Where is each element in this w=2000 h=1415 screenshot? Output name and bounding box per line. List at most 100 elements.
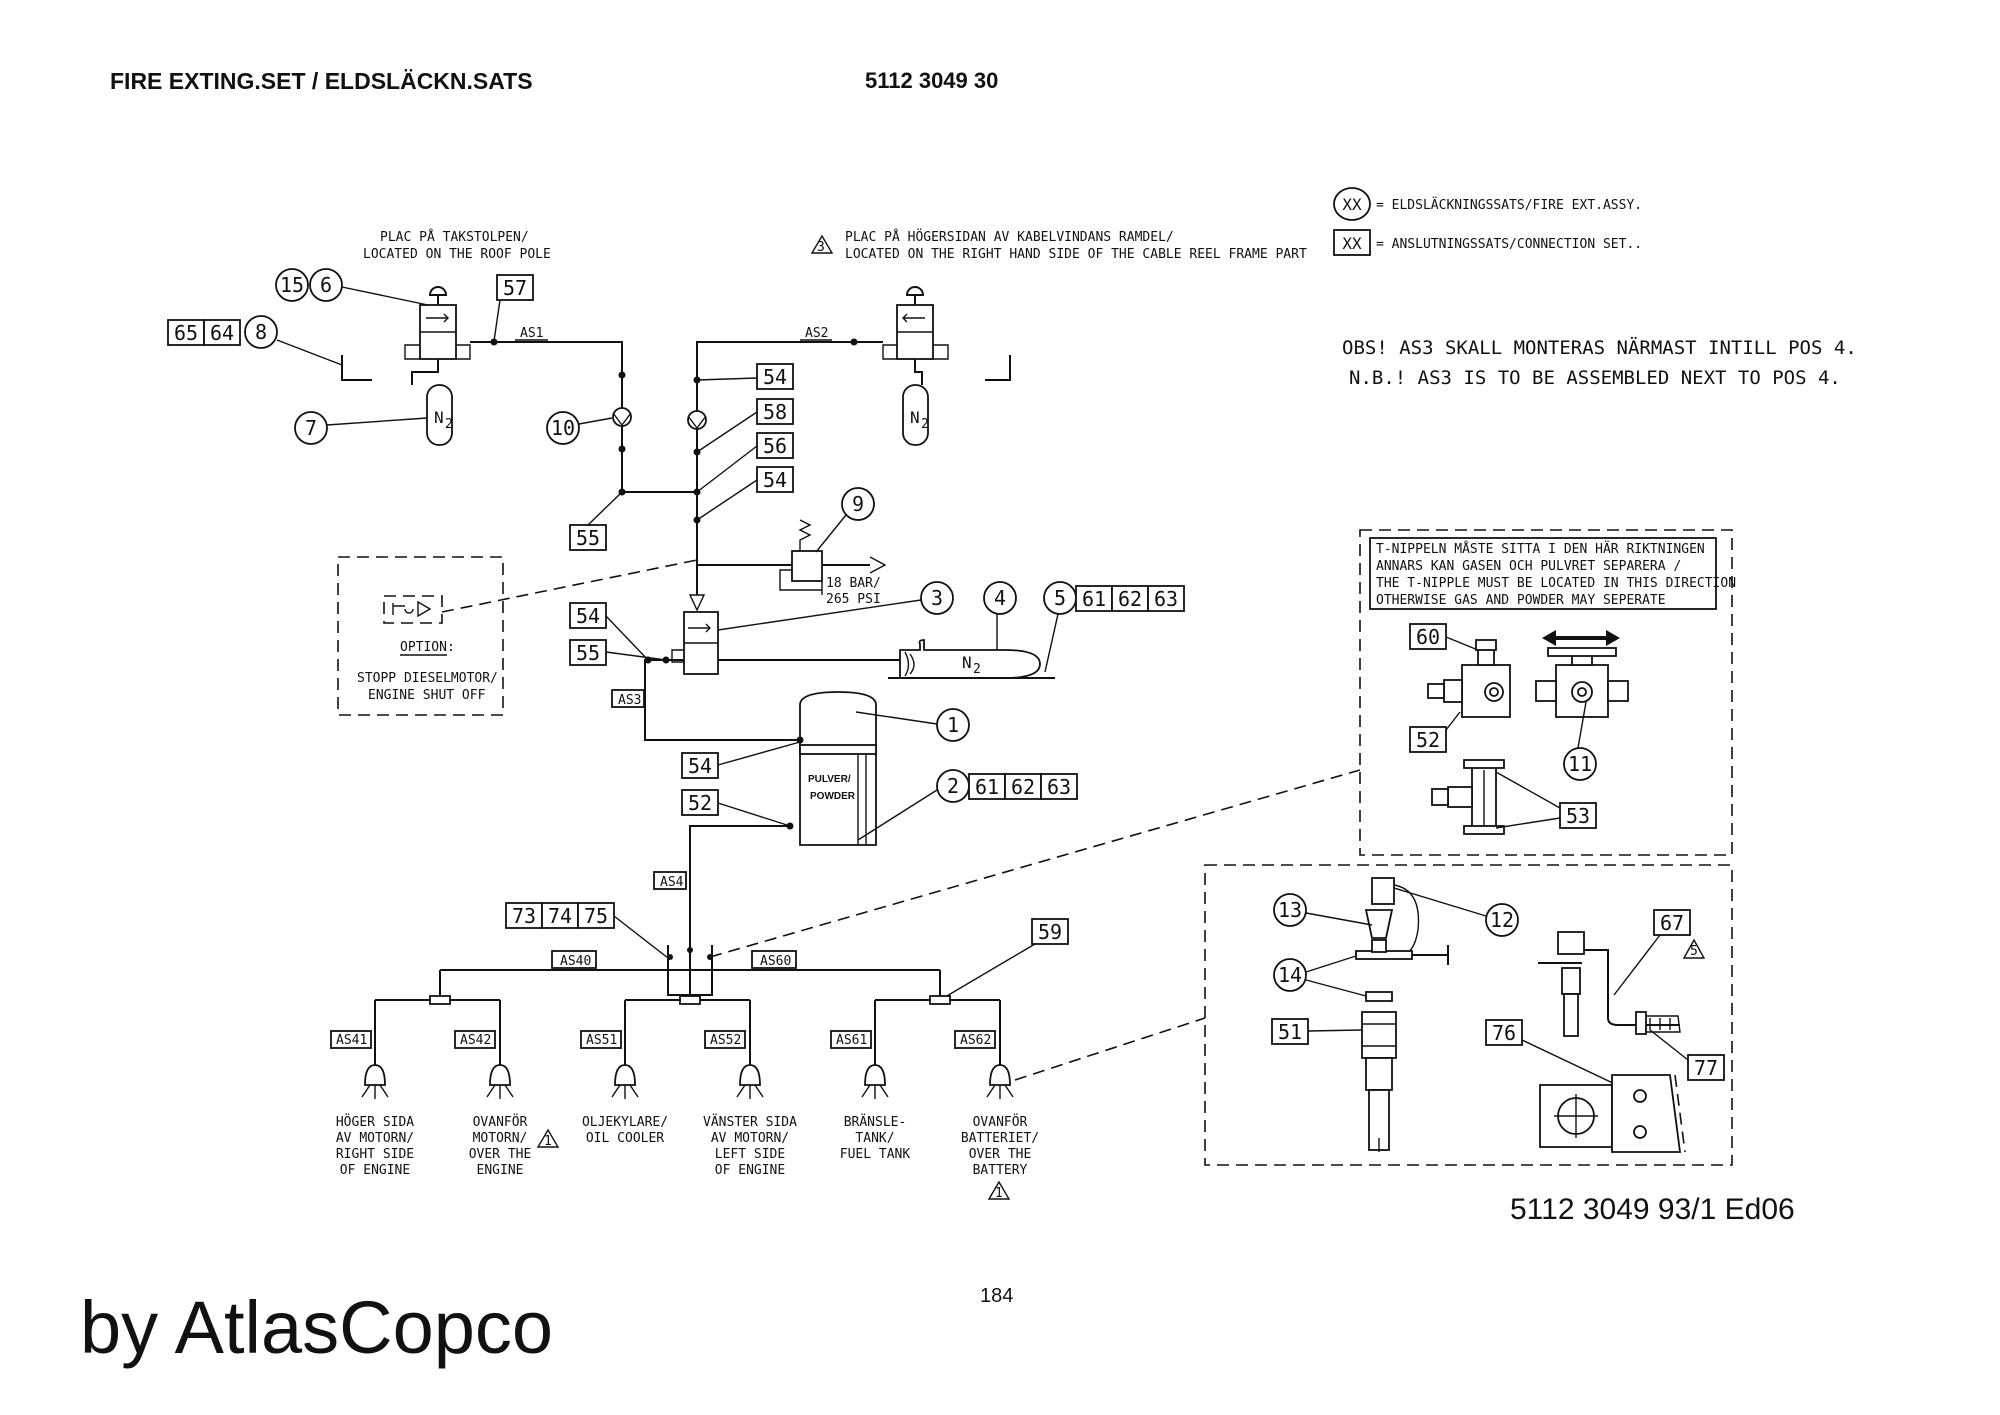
callout-10-label: 10	[551, 416, 575, 440]
nozzle-4-label-2: AV MOTORN/	[711, 1131, 789, 1146]
legend-circle-text: = ELDSLÄCKNINGSSATS/FIRE EXT.ASSY.	[1376, 197, 1642, 213]
nozzle-fuel-tank	[861, 1064, 889, 1099]
box-57-label: 57	[503, 276, 527, 300]
line-label-as4: AS4	[660, 875, 684, 890]
line-label-as61: AS61	[836, 1033, 867, 1048]
t-nipple-note-4: OTHERWISE GAS AND POWDER MAY SEPERATE	[1376, 593, 1666, 608]
box-58	[756, 398, 794, 425]
callout-9-label: 9	[852, 492, 864, 516]
nozzle-right-side-engine	[361, 1064, 389, 1099]
box-51-label: 51	[1278, 1020, 1302, 1044]
callout-6	[309, 268, 343, 302]
box-5-61-label: 61	[1082, 587, 1106, 611]
line-label-as60: AS60	[760, 954, 791, 969]
box-55-upper-label: 55	[576, 526, 600, 550]
nozzle-1-label-2: AV MOTORN/	[336, 1131, 414, 1146]
box-54-a	[756, 363, 794, 390]
nozzle-5-label-2: TANK/	[855, 1131, 894, 1146]
note-reel-sv: PLAC PÅ HÖGERSIDAN AV KABELVINDANS RAMDE…	[845, 228, 1174, 245]
drawing-number: 5112 3049 93/1 Ed06	[1510, 1193, 1795, 1226]
box-54-d-label: 54	[688, 754, 712, 778]
box-64	[203, 319, 241, 346]
callout-12-label: 12	[1490, 908, 1514, 932]
box-53	[1559, 802, 1597, 829]
callout-14	[1273, 958, 1307, 992]
line-label-as41: AS41	[336, 1033, 367, 1048]
brand-watermark: by AtlasCopco	[80, 1286, 554, 1369]
box-2-62	[1004, 773, 1042, 800]
nozzle-2-label-4: ENGINE	[477, 1163, 524, 1178]
option-en: ENGINE SHUT OFF	[368, 688, 486, 703]
warning-1-label-engine: 1	[544, 1134, 552, 1149]
nozzle-5-label-1: BRÄNSLE-	[844, 1114, 907, 1130]
line-label-as62: AS62	[960, 1033, 991, 1048]
box-57	[496, 274, 534, 301]
box-64-label: 64	[210, 321, 234, 345]
n2-bottle-4	[899, 639, 1041, 679]
warning-1-icon-battery	[987, 1180, 1011, 1200]
n2-sub-4: 2	[973, 662, 981, 677]
nozzle-4-label-1: VÄNSTER SIDA	[703, 1114, 797, 1130]
callout-6-label: 6	[320, 273, 332, 297]
mounting-plate	[1539, 1074, 1686, 1153]
legend-circle-key: XX	[1342, 195, 1362, 214]
line-label-as42: AS42	[460, 1033, 491, 1048]
nozzle-6-label-1: OVANFÖR	[973, 1113, 1028, 1130]
option-sv: STOPP DIESELMOTOR/	[357, 671, 498, 686]
box-59-label: 59	[1038, 920, 1062, 944]
box-2-61-label: 61	[975, 775, 999, 799]
callout-15	[275, 268, 309, 302]
relief-valve-9	[791, 550, 823, 582]
line-label-as3: AS3	[618, 693, 641, 708]
box-2-63	[1040, 773, 1078, 800]
note-reel-en: LOCATED ON THE RIGHT HAND SIDE OF THE CA…	[845, 247, 1307, 262]
box-75	[577, 902, 615, 929]
nozzle-5-label-3: FUEL TANK	[840, 1147, 911, 1162]
box-54-c	[569, 602, 607, 629]
box-74-label: 74	[548, 904, 572, 928]
callout-1	[936, 708, 970, 742]
powder-container-1	[799, 691, 877, 846]
callout-8	[244, 315, 278, 349]
box-59	[1031, 918, 1069, 945]
nozzle-6-label-4: BATTERY	[973, 1163, 1028, 1178]
nozzle-3-label-1: OLJEKYLARE/	[582, 1115, 668, 1130]
box-52	[681, 789, 719, 816]
legend-box-key: XX	[1342, 234, 1362, 253]
box-60	[1409, 623, 1447, 650]
t-nipple-note-frame	[1369, 537, 1717, 610]
n2-sub-roof: 2	[445, 417, 453, 432]
nozzle-3-label-2: OIL COOLER	[586, 1131, 664, 1146]
callout-14-label: 14	[1278, 963, 1302, 987]
box-2-61	[968, 773, 1006, 800]
box-5-62-label: 62	[1118, 587, 1142, 611]
box-52-label: 52	[688, 791, 712, 815]
box-56	[756, 432, 794, 459]
nozzle-1-label-4: OF ENGINE	[340, 1163, 410, 1178]
box-60-label: 60	[1416, 625, 1440, 649]
box-73-label: 73	[512, 904, 536, 928]
box-54-b-label: 54	[763, 468, 787, 492]
callout-11	[1563, 747, 1597, 781]
box-5-63-label: 63	[1154, 587, 1178, 611]
legend-circle-symbol	[1333, 187, 1371, 221]
page-title: FIRE EXTING.SET / ELDSLÄCKN.SATS	[110, 68, 533, 94]
note-roof-en: LOCATED ON THE ROOF POLE	[363, 247, 551, 262]
callout-5-label: 5	[1054, 586, 1066, 610]
line-label-as2: AS2	[805, 326, 828, 341]
box-54-a-label: 54	[763, 365, 787, 389]
note-obs-swedish: OBS! AS3 SKALL MONTERAS NÄRMAST INTILL P…	[1342, 336, 1857, 359]
warning-5-icon	[1682, 938, 1706, 959]
option-title: OPTION:	[400, 640, 455, 655]
callout-11-label: 11	[1568, 752, 1592, 776]
nozzle-oil-cooler	[611, 1064, 639, 1099]
powder-label-2: POWDER	[810, 791, 856, 802]
nozzle-6-label-3: OVER THE	[969, 1147, 1032, 1162]
box-58-label: 58	[763, 400, 787, 424]
box-54-d	[681, 752, 719, 779]
n2-label-4: N	[962, 653, 972, 672]
line-label-as51: AS51	[586, 1033, 617, 1048]
fitting-53	[1431, 759, 1505, 835]
